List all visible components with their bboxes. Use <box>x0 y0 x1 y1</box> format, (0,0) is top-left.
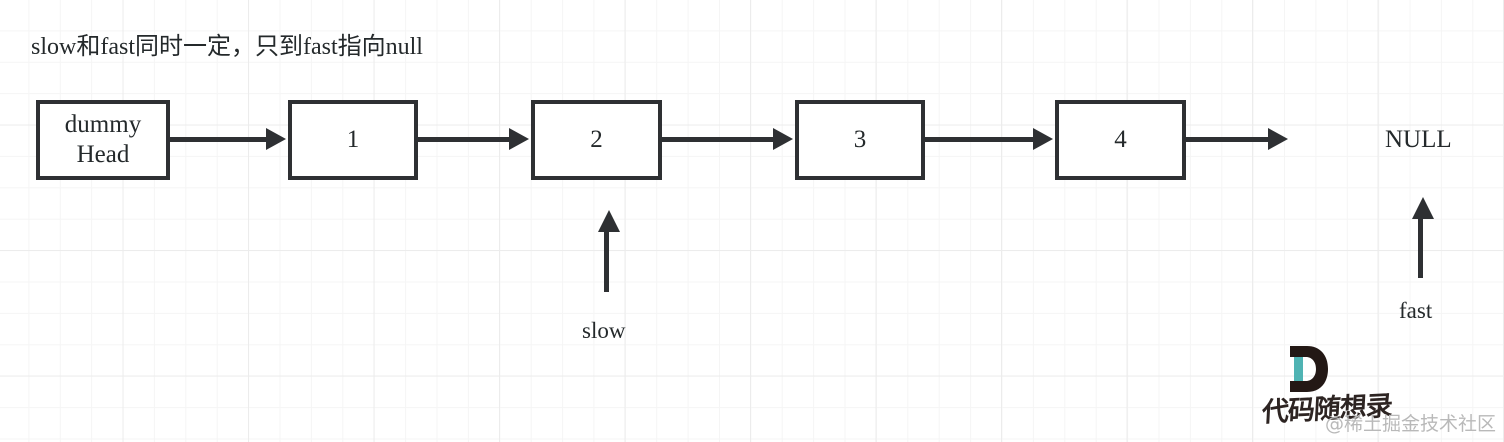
edge-2-to-3 <box>662 137 775 142</box>
pointer-label-fast: fast <box>1399 298 1433 323</box>
pointer-label-slow: slow <box>582 318 626 343</box>
arrow-head-icon <box>1412 197 1434 219</box>
arrow-head-icon <box>1268 128 1288 150</box>
pointer-stem-slow <box>604 230 609 292</box>
edge-dummy-to-1 <box>170 137 268 142</box>
list-node-1: 1 <box>288 100 418 180</box>
page-title: slow和fast同时一定，只到fast指向null <box>31 34 423 60</box>
list-node-label: 3 <box>853 125 867 153</box>
edge-4-to-null <box>1186 137 1270 142</box>
list-node-label: 1 <box>346 125 360 153</box>
list-node-3: 3 <box>795 100 925 180</box>
arrow-head-icon <box>598 210 620 232</box>
list-node-label: dummy Head <box>64 110 142 169</box>
arrow-head-icon <box>1033 128 1053 150</box>
arrow-head-icon <box>773 128 793 150</box>
list-node-label: 4 <box>1114 125 1127 153</box>
list-node-dummy-head: dummy Head <box>36 100 170 180</box>
null-terminator-label: NULL <box>1385 126 1452 153</box>
list-node-label: 2 <box>590 125 603 153</box>
arrow-head-icon <box>266 128 286 150</box>
edge-3-to-4 <box>925 137 1035 142</box>
logo-d-icon <box>1290 346 1328 392</box>
pointer-stem-fast <box>1418 217 1423 278</box>
watermark-corner-text: @稀土掘金技术社区 <box>1324 413 1496 435</box>
arrow-head-icon <box>509 128 529 150</box>
list-node-2: 2 <box>531 100 662 180</box>
list-node-4: 4 <box>1055 100 1186 180</box>
watermark-logo: 代码随想录 <box>1261 345 1412 428</box>
edge-1-to-2 <box>418 137 511 142</box>
